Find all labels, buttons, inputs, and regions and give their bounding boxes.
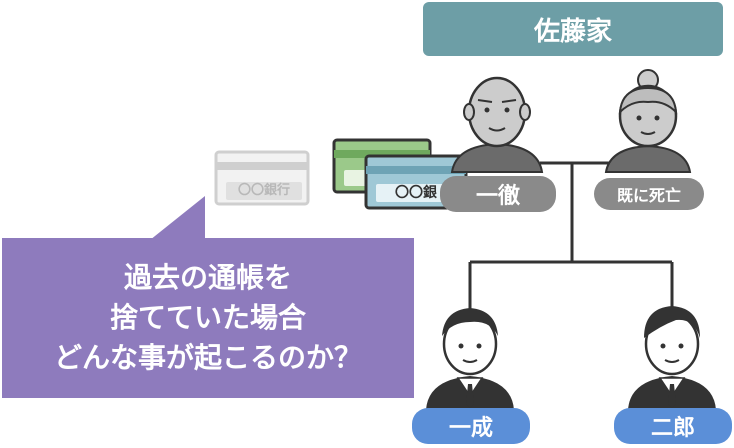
family-title: 佐藤家	[423, 2, 723, 56]
question-bubble	[2, 238, 414, 398]
mother-avatar-icon	[604, 69, 692, 173]
son1-avatar-icon	[426, 308, 514, 410]
son2-avatar-icon	[628, 306, 716, 410]
mother-name-badge: 既に死亡	[594, 178, 704, 210]
front-bankbook-label: 〇〇銀	[395, 185, 437, 201]
son1-name-badge: 一成	[412, 408, 530, 444]
faded-bankbook-icon	[214, 150, 310, 206]
question-line-1: 過去の通帳を	[123, 261, 292, 294]
question-text: 過去の通帳を 捨てていた場合 どんな事が起こるのか？	[2, 238, 414, 398]
father-avatar-icon	[450, 76, 544, 173]
father-name-badge: 一徹	[440, 176, 556, 212]
question-line-3: どんな事が起こるのか？	[53, 341, 362, 374]
tree-connectors	[468, 161, 674, 312]
question-line-2: 捨てていた場合	[109, 301, 306, 334]
speech-bubble-tail	[150, 196, 205, 240]
faded-bankbook-label: 〇〇銀行	[237, 183, 290, 198]
son2-name-badge: 二郎	[614, 408, 732, 444]
